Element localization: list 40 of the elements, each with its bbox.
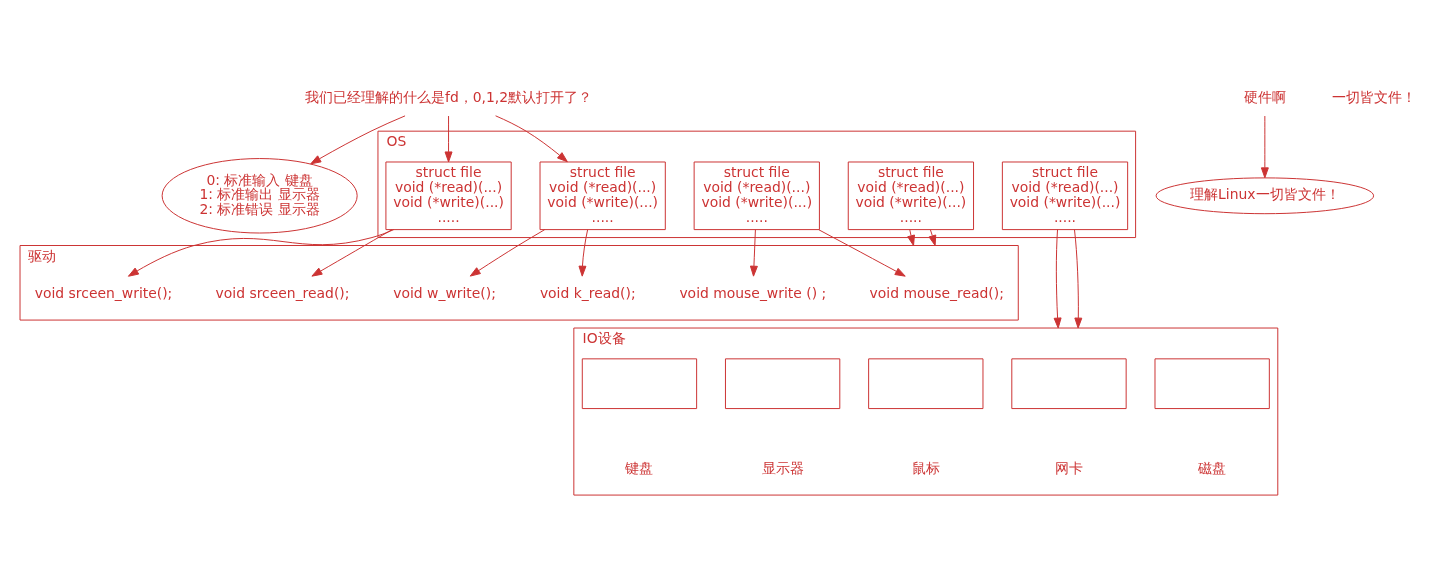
node-text: 我们已经理解的什么是fd，0,1,2默认打开了？: [305, 88, 593, 105]
node-label: 键盘: [625, 459, 654, 476]
node-box: struct file void (*read)(...) void (*write)(...) .....: [1001, 161, 1129, 230]
arrow: [310, 114, 406, 164]
node-ellipse: 理解Linux一切皆文件！: [1155, 176, 1375, 214]
node-box: [581, 357, 698, 409]
node-text: void srceen_read();: [215, 284, 350, 301]
label: 一切皆文件！: [1332, 88, 1417, 105]
arrow: [1074, 228, 1083, 329]
arrow: [749, 228, 758, 277]
node-text: void mouse_write () ;: [679, 284, 827, 301]
node-box: [868, 357, 984, 409]
node-box: struct file void (*read)(...) void (*write)(...) .....: [847, 161, 975, 230]
arrow: [818, 228, 906, 277]
arrow: [578, 228, 589, 277]
node-box: struct file void (*read)(...) void (*write)(...) .....: [539, 161, 666, 230]
arrow: [444, 115, 453, 162]
node-box: [1154, 357, 1270, 409]
node-box: [724, 357, 841, 409]
node-label: 网卡: [1054, 459, 1083, 476]
node-text: 硬件啊: [1243, 88, 1286, 105]
node-text: void k_read();: [539, 284, 636, 301]
node-ellipse: 0: 标准输入 键盘 1: 标准输出 显示器 2: 标准错误 显示器: [161, 157, 358, 234]
node-label: 显示器: [761, 459, 804, 476]
arrow: [907, 228, 915, 246]
arrow: [928, 228, 937, 246]
node-text: void mouse_read();: [869, 284, 1004, 301]
arrow: [1260, 115, 1269, 178]
arrow: [495, 114, 568, 162]
arrow: [127, 228, 395, 277]
node-box: [1011, 357, 1127, 409]
node-box: struct file void (*read)(...) void (*write)(...) .....: [385, 161, 512, 230]
arrow: [1053, 228, 1062, 329]
node-label: 磁盘: [1198, 459, 1227, 476]
node-text: void srceen_write();: [34, 284, 173, 301]
arrow: [469, 228, 546, 277]
arrow: [311, 228, 393, 277]
node-box: struct file void (*read)(...) void (*write)(...) .....: [693, 161, 820, 230]
node-label: 鼠标: [911, 459, 940, 476]
node-text: void w_write();: [393, 284, 496, 301]
